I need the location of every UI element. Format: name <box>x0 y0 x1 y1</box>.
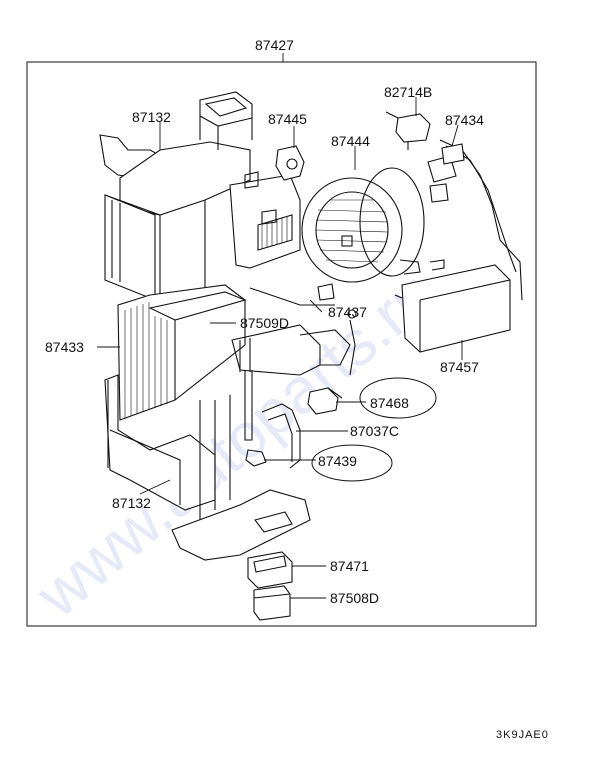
callout-87132-bottom[interactable]: 87132 <box>112 495 151 511</box>
callout-87468[interactable]: 87468 <box>370 395 409 411</box>
callout-87445[interactable]: 87445 <box>268 111 307 127</box>
callout-87471[interactable]: 87471 <box>330 558 369 574</box>
highlight-circle-87468 <box>359 377 437 419</box>
blower-fan-drawing <box>301 167 445 283</box>
diagram-frame <box>26 61 537 627</box>
callout-87434[interactable]: 87434 <box>445 112 484 128</box>
callout-82714b[interactable]: 82714B <box>384 84 432 100</box>
highlight-circle-87439 <box>311 444 393 482</box>
leader-lines <box>97 97 463 599</box>
callout-87439[interactable]: 87439 <box>318 453 357 469</box>
callout-87437[interactable]: 87437 <box>328 304 367 320</box>
main-part-label[interactable]: 87427 <box>255 37 294 53</box>
drawing-code: 3K9JAE0 <box>496 729 549 741</box>
callout-87457[interactable]: 87457 <box>440 359 479 375</box>
callout-87037c[interactable]: 87037C <box>350 423 399 439</box>
callout-87433[interactable]: 87433 <box>45 339 84 355</box>
heater-unit-drawing <box>99 91 357 511</box>
callout-87132-top[interactable]: 87132 <box>132 109 171 125</box>
callout-87509d[interactable]: 87509D <box>240 315 289 331</box>
callout-87444[interactable]: 87444 <box>331 133 370 149</box>
small-parts-drawing <box>171 111 523 621</box>
callout-87508d[interactable]: 87508D <box>330 590 379 606</box>
